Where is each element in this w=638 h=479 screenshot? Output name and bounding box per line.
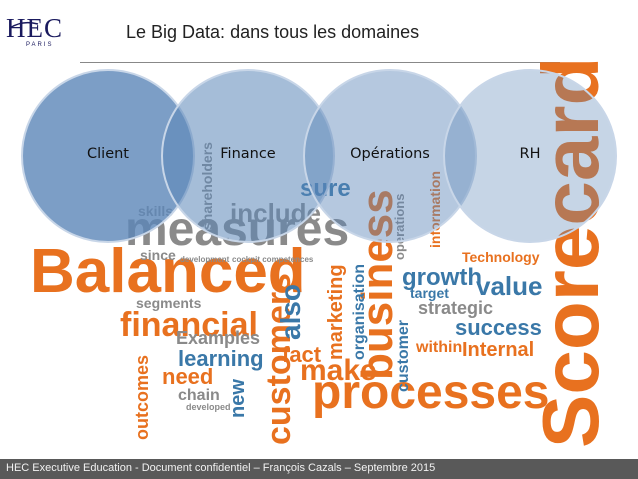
circle-rh (443, 69, 617, 243)
cloud-word: chain (178, 387, 220, 404)
cloud-word: Balanced (30, 237, 306, 306)
circle-finance (161, 69, 335, 243)
cloud-word: within (415, 339, 462, 356)
logo-hec-text: HEC (6, 13, 63, 43)
domain-label-finance: Finance (220, 146, 276, 162)
cloud-word: Scorecard (526, 57, 615, 448)
cloud-word: Technology (462, 249, 540, 265)
cloud-word: financial (120, 306, 258, 344)
cloud-word: value (476, 271, 543, 301)
cloud-word: Examples (176, 328, 260, 348)
cloud-word: also (275, 284, 306, 340)
logo-paris-text: PARIS (26, 42, 54, 48)
cloud-word: development (180, 255, 230, 264)
cloud-word: segments (136, 295, 202, 311)
cloud-word: operations (392, 194, 407, 260)
cloud-word: target (410, 285, 449, 301)
domain-label-rh: RH (519, 146, 541, 162)
cloud-word: since (140, 247, 176, 263)
cloud-word: make (300, 354, 377, 387)
title-divider (80, 62, 560, 63)
cloud-word: cockpit competences (232, 255, 314, 264)
hec-swoosh-icon (9, 21, 39, 29)
cloud-word: Internal (462, 339, 534, 361)
cloud-word: processes (312, 366, 550, 419)
footer-text: HEC Executive Education - Document confi… (6, 462, 436, 474)
cloud-word: developed (186, 402, 231, 412)
cloud-word: customers (260, 273, 298, 445)
domain-label-client: Client (87, 146, 129, 162)
hec-logo: HEC PARIS (6, 14, 70, 54)
cloud-word: learning (178, 346, 264, 371)
cloud-word: organisation (351, 264, 368, 360)
cloud-word: outcomes (132, 355, 152, 440)
cloud-word: business (353, 189, 402, 380)
cloud-word: strategic (418, 298, 493, 318)
cloud-word: marketing (325, 264, 347, 360)
circle-operations (303, 69, 477, 243)
cloud-word: new (227, 379, 249, 418)
footer-bar: HEC Executive Education - Document confi… (0, 459, 638, 479)
domain-label-operations: Opérations (350, 146, 430, 162)
cloud-word: information (427, 171, 443, 248)
cloud-word: success (455, 315, 542, 340)
cloud-word: need (162, 364, 213, 389)
page-title: Le Big Data: dans tous les domaines (126, 22, 420, 42)
cloud-word: growth (402, 264, 482, 291)
cloud-word: customer (395, 320, 412, 392)
cloud-word: fact (282, 342, 322, 367)
